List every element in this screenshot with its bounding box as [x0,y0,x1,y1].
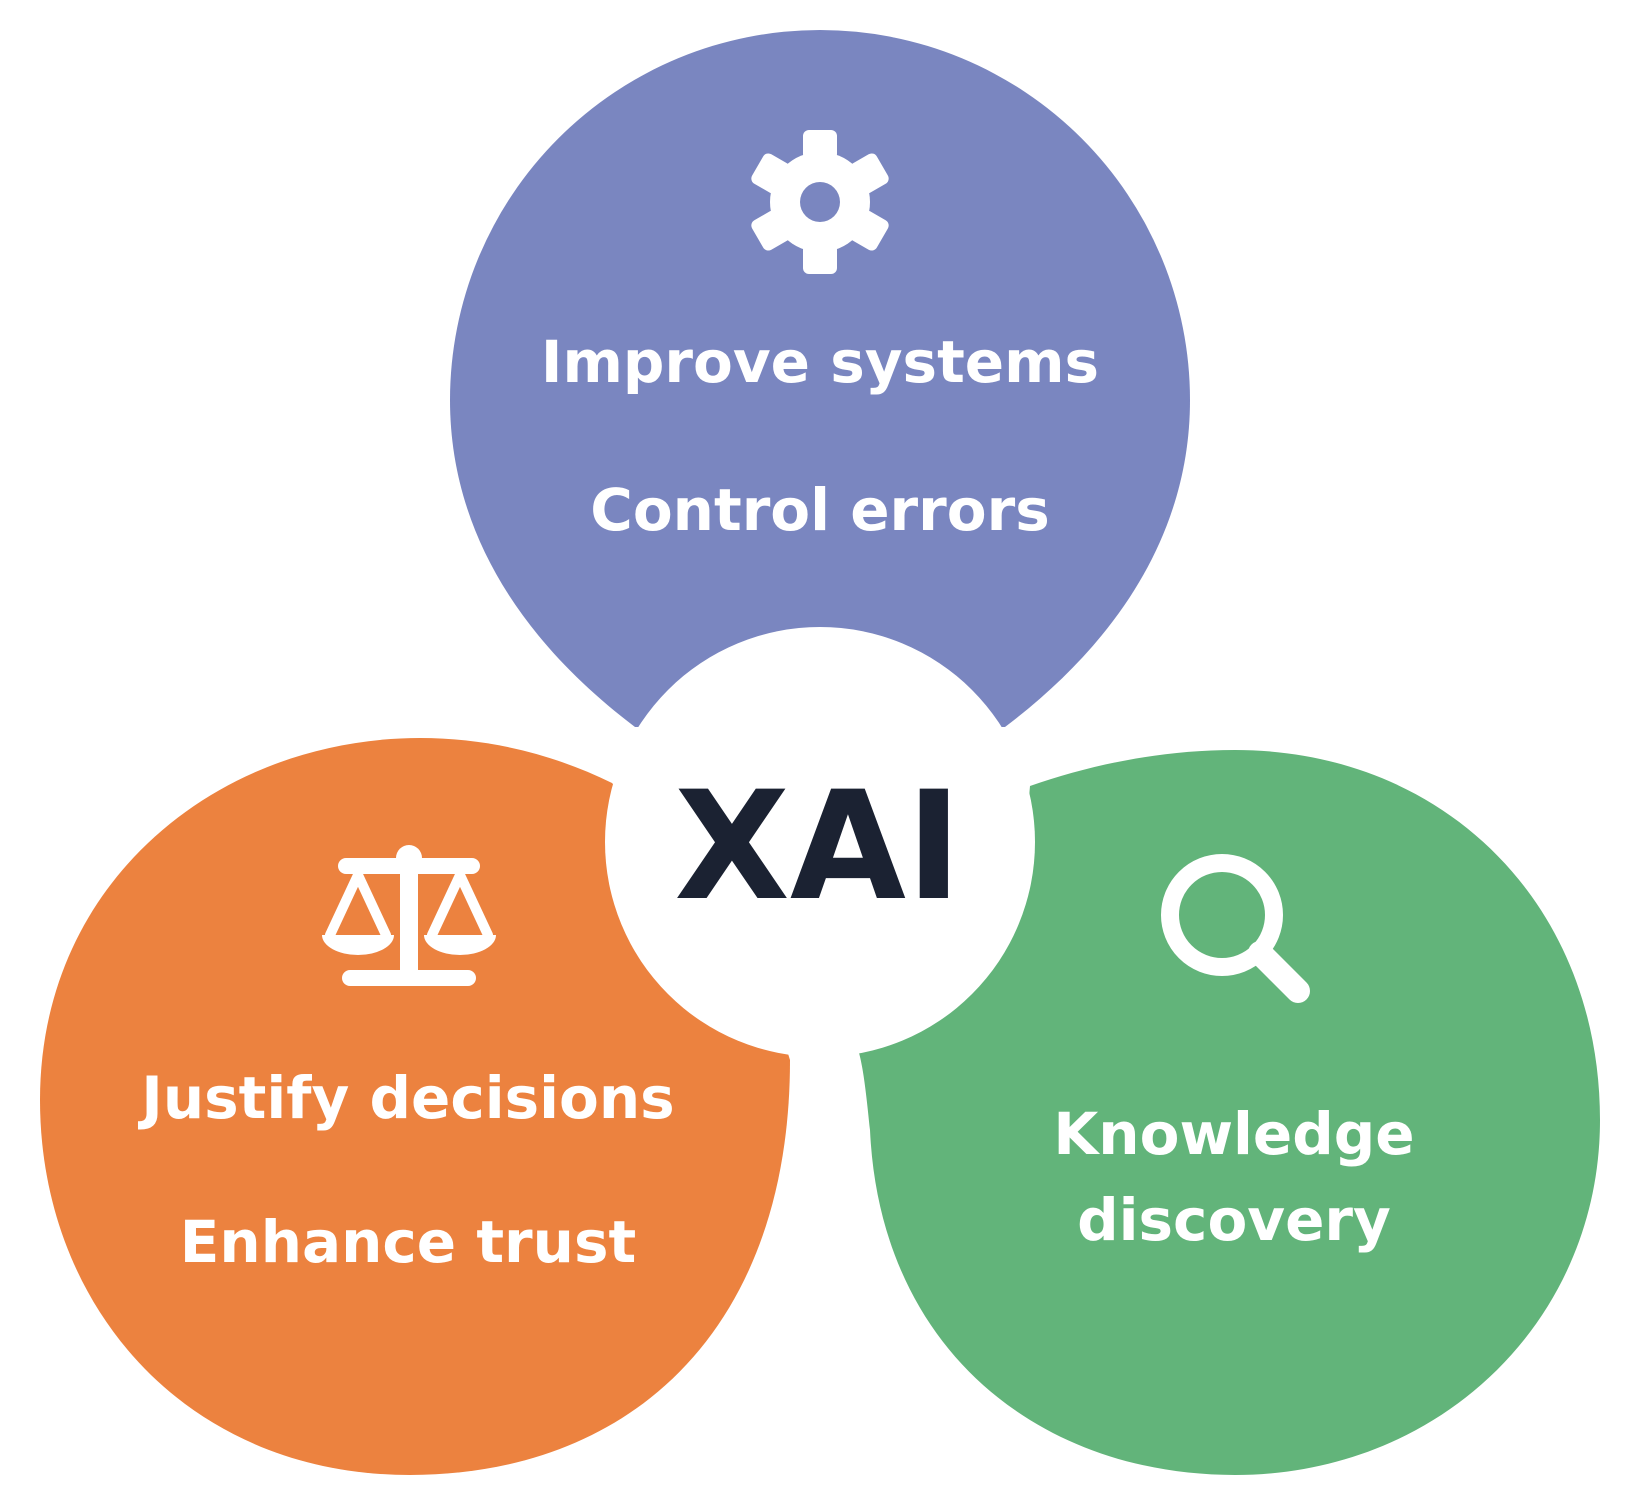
petal-top-line-1: Improve systems [541,328,1099,396]
petal-right-line-2: discovery [1077,1186,1391,1254]
petal-left-line-1: Justify decisions [137,1064,674,1132]
petal-right: Knowledge discovery [856,750,1600,1475]
petal-top-shape [450,30,1190,727]
gear-icon [751,130,889,274]
petal-top-line-2: Control errors [590,476,1049,544]
balance-scale-icon [322,845,496,986]
petal-right-line-1: Knowledge [1053,1100,1414,1168]
petal-left: Justify decisions Enhance trust [40,738,790,1475]
magnifying-glass-icon [1161,854,1310,1003]
center-label: XAI [674,760,962,934]
petal-left-line-2: Enhance trust [180,1208,636,1276]
center-hub [605,627,1035,1057]
petal-left-shape [40,738,790,1475]
petal-right-shape [856,750,1600,1475]
petal-top: Improve systems Control errors [450,30,1190,727]
